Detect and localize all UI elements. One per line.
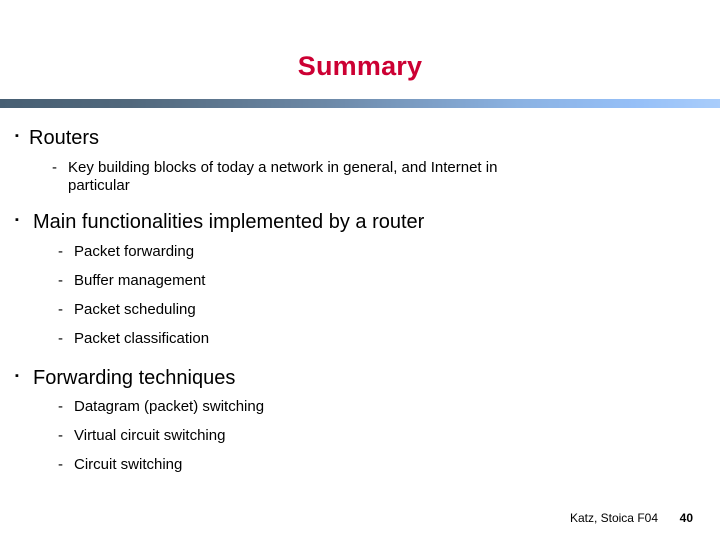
list-item-label: Circuit switching [74,456,183,474]
dash-bullet-icon: - [58,427,63,445]
dash-bullet-icon: - [58,329,63,347]
bullet-forwarding-techniques: ▪ Forwarding techniques [0,366,720,390]
list-item-label: Virtual circuit switching [74,427,226,445]
bullet-routers-label: Routers [29,127,100,149]
list-item-label: Key building blocks of today a network i… [68,159,498,195]
dash-bullet-icon: - [58,300,63,318]
list-item-label: Packet forwarding [74,242,195,260]
dash-bullet-icon: - [52,159,57,177]
list-item: - Key building blocks of today a network… [0,159,720,195]
square-bullet-icon: ▪ [15,130,19,142]
list-item: - Packet classification [0,330,720,348]
page-number: 40 [679,511,693,525]
dash-bullet-icon: - [58,271,63,289]
bullet-routers: ▪ Routers [0,126,720,150]
square-bullet-icon: ▪ [15,214,19,227]
list-item: - Packet forwarding [0,243,720,261]
section-routers-subitems: - Key building blocks of today a network… [0,159,720,195]
dash-bullet-icon: - [58,398,63,416]
section-main-functionalities-subitems: - Packet forwarding - Buffer management … [0,243,720,348]
list-item: - Datagram (packet) switching [0,398,720,416]
list-item-label: Buffer management [74,271,206,289]
dash-bullet-icon: - [58,456,63,474]
list-item: - Virtual circuit switching [0,427,720,445]
footer-credit: Katz, Stoica F04 [569,511,658,525]
list-item: - Circuit switching [0,456,720,474]
slide-footer: Katz, Stoica F04 40 [0,511,720,531]
list-item: - Packet scheduling [0,301,720,319]
section-routers: ▪ Routers - Key building blocks of today… [0,126,720,195]
bullet-forwarding-techniques-label: Forwarding techniques [33,366,236,389]
section-forwarding-techniques-subitems: - Datagram (packet) switching - Virtual … [0,398,720,474]
list-item-label: Packet scheduling [74,300,196,318]
title-divider-rule [0,99,720,108]
dash-bullet-icon: - [58,242,63,260]
bullet-main-functionalities: ▪ Main functionalities implemented by a … [0,210,720,234]
list-item: - Buffer management [0,272,720,290]
slide-body: ▪ Routers - Key building blocks of today… [0,126,720,474]
list-item-label: Packet classification [74,329,210,347]
list-item-label: Datagram (packet) switching [74,398,265,416]
page-title: Summary [297,51,423,81]
bullet-main-functionalities-label: Main functionalities implemented by a ro… [33,211,425,234]
section-main-functionalities: ▪ Main functionalities implemented by a … [0,210,720,347]
square-bullet-icon: ▪ [15,369,19,382]
section-forwarding-techniques: ▪ Forwarding techniques - Datagram (pack… [0,366,720,474]
